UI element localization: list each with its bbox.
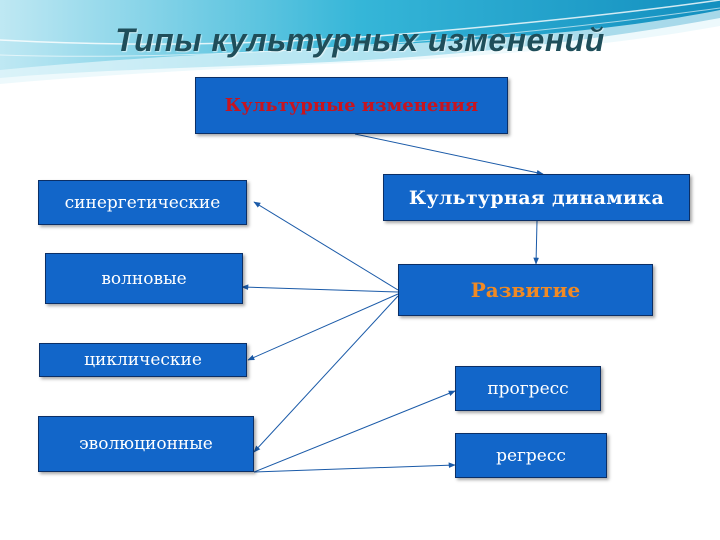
- box-wave: волновые: [45, 253, 243, 304]
- box-progress: прогресс: [455, 366, 601, 411]
- page-title: Типы культурных изменений: [115, 22, 605, 58]
- box-development: Развитие: [398, 264, 653, 316]
- box-synergetic: синергетические: [38, 180, 247, 225]
- box-regress: регресс: [455, 433, 607, 478]
- box-cultural-dynamics: Культурная динамика: [383, 174, 690, 221]
- box-cultural-changes: Культурные изменения: [195, 77, 508, 134]
- box-evolutionary: эволюционные: [38, 416, 254, 472]
- box-cyclic: циклические: [39, 343, 247, 377]
